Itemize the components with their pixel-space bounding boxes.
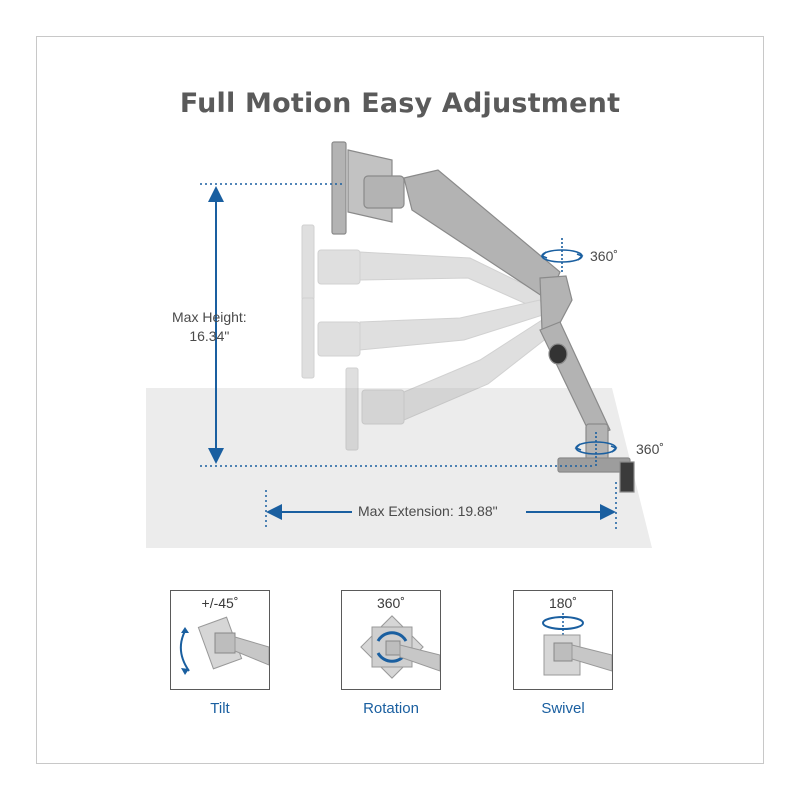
faded-arm-positions xyxy=(301,224,553,451)
max-height-value: 16.34" xyxy=(189,328,230,344)
swivel-feature-box: 180˚ xyxy=(513,590,613,690)
tilt-label: Tilt xyxy=(210,700,230,717)
swivel-icon xyxy=(542,613,612,676)
tilt-icon xyxy=(179,616,269,675)
upper-rotation-icon xyxy=(540,238,584,272)
swivel-label: Swivel xyxy=(541,700,585,717)
lower-rotation-label: 360˚ xyxy=(636,441,665,457)
rotation-degree: 360˚ xyxy=(376,595,406,611)
rotation-label: Rotation xyxy=(363,700,419,717)
max-extension-label: Max Extension: 19.88" xyxy=(358,503,498,519)
main-arm xyxy=(331,141,635,493)
page-title: Full Motion Easy Adjustment xyxy=(179,88,621,119)
max-height-label: Max Height: 16.34" xyxy=(172,308,247,346)
max-height-text: Max Height: xyxy=(172,309,247,325)
lower-rotation-icon xyxy=(574,432,618,466)
upper-rotation-label: 360˚ xyxy=(590,248,619,264)
swivel-degree: 180˚ xyxy=(548,595,578,611)
rotation-feature-box: 360˚ xyxy=(341,590,441,690)
tilt-degree: +/-45˚ xyxy=(201,595,239,611)
tilt-feature-box: +/-45˚ xyxy=(170,590,270,690)
rotation-icon xyxy=(360,615,440,679)
